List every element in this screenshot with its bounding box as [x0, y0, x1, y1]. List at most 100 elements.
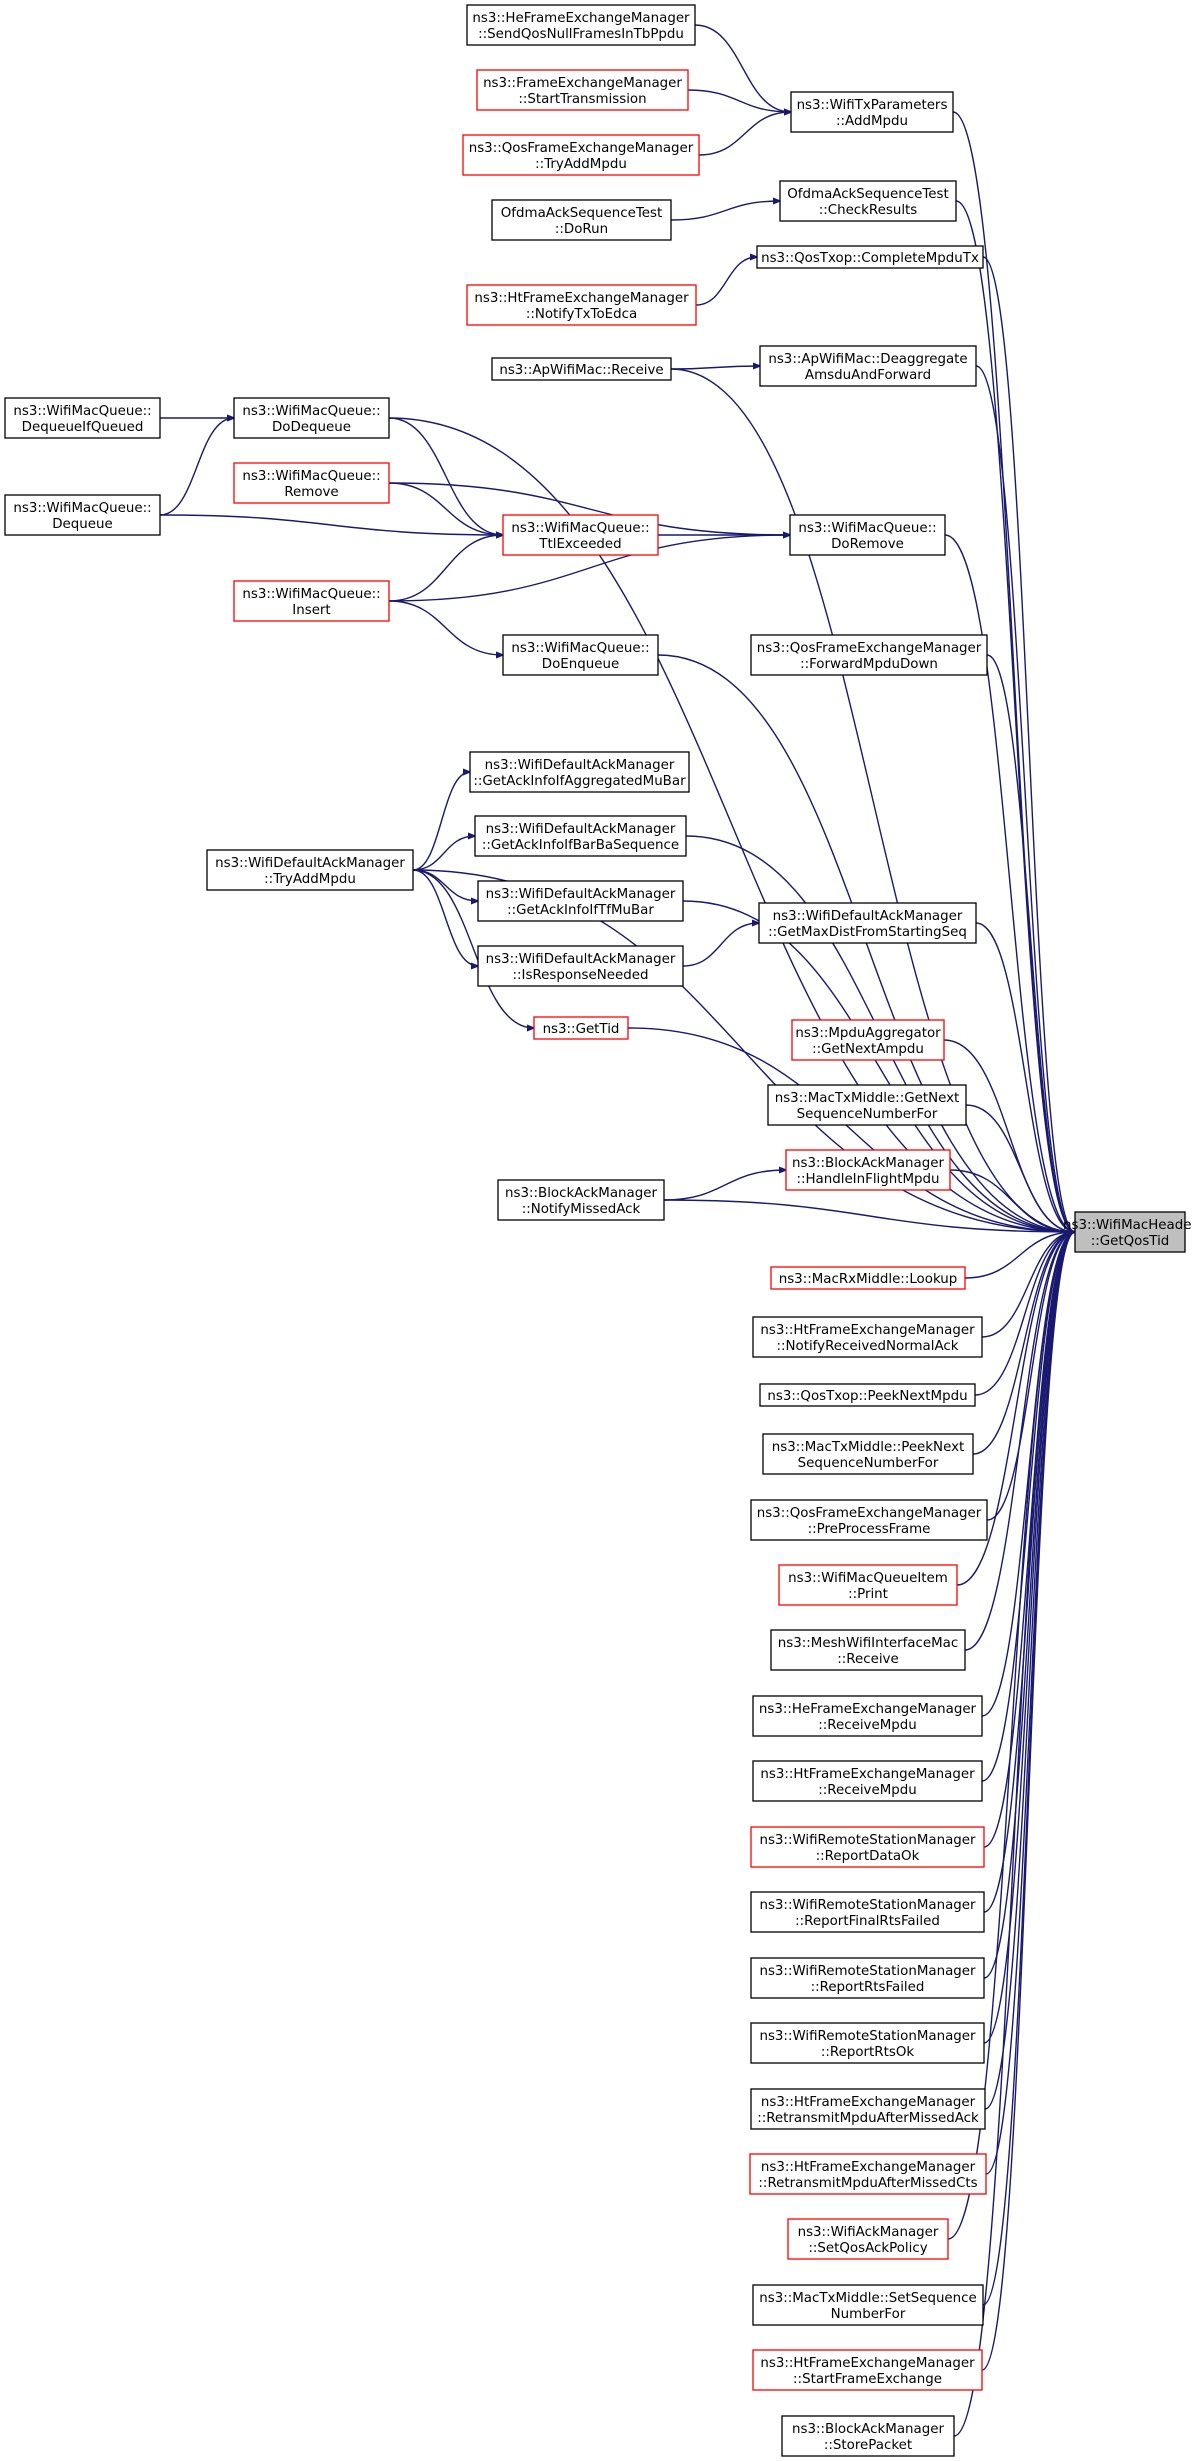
node-label-line: ns3::WifiMacHeader [1063, 1218, 1192, 1233]
node-htfem-retransmitmissedcts[interactable]: ns3::HtFrameExchangeManager::RetransmitM… [749, 2153, 987, 2195]
node-htfem-notifytx[interactable]: ns3::HtFrameExchangeManager::NotifyTxToE… [466, 284, 697, 326]
node-rsm-reportrtsfailed[interactable]: ns3::WifiRemoteStationManager::ReportRts… [750, 1957, 985, 1999]
node-mesh-receive[interactable]: ns3::MeshWifiInterfaceMac::Receive [770, 1629, 966, 1671]
node-label-line: AmsduAndForward [805, 368, 931, 383]
node-label-line: ::StorePacket [824, 2438, 912, 2453]
node-gettid[interactable]: ns3::GetTid [533, 1016, 629, 1040]
node-macrx-lookup[interactable]: ns3::MacRxMiddle::Lookup [770, 1266, 966, 1290]
node-qosfem-forward[interactable]: ns3::QosFrameExchangeManager::ForwardMpd… [750, 634, 988, 676]
node-qosfem-preprocess[interactable]: ns3::QosFrameExchangeManager::PreProcess… [750, 1499, 988, 1541]
node-box [502, 634, 659, 676]
node-ack-getackinfoiftfmubar[interactable]: ns3::WifiDefaultAckManager::GetAckInfoIf… [477, 880, 684, 922]
edge-queue-dodequeue-to-queue-ttlexceeded [388, 417, 503, 535]
node-box [466, 4, 696, 46]
node-rsm-reportdataok[interactable]: ns3::WifiRemoteStationManager::ReportDat… [750, 1826, 985, 1868]
node-queue-remove[interactable]: ns3::WifiMacQueue::Remove [233, 462, 390, 504]
node-label-line: ns3::WifiRemoteStationManager [759, 1964, 976, 1979]
node-ack-isresponseneeded[interactable]: ns3::WifiDefaultAckManager::IsResponseNe… [477, 945, 684, 987]
edge-apwifimac-receive-to-apwifimac-deagg [670, 366, 760, 369]
edge-queue-dequeue-to-queue-dodequeue [159, 418, 234, 516]
node-queue-dequeueifqueued[interactable]: ns3::WifiMacQueue::DequeueIfQueued [4, 397, 161, 439]
node-label-line: ns3::WifiDefaultAckManager [486, 952, 676, 967]
node-queue-dodequeue[interactable]: ns3::WifiMacQueue::DoDequeue [233, 397, 390, 439]
node-ofdma-dorun[interactable]: OfdmaAckSequenceTest::DoRun [491, 199, 672, 241]
node-mactx-getnextseq[interactable]: ns3::MacTxMiddle::GetNextSequenceNumberF… [767, 1084, 967, 1126]
edge-htfem-notifyrecvack-to-target [981, 1232, 1075, 1338]
node-label-line: ::RetransmitMpduAfterMissedAck [757, 2111, 979, 2126]
node-label-line: Remove [284, 485, 338, 500]
node-bam-handleinflight[interactable]: ns3::BlockAckManager::HandleInFlightMpdu [785, 1149, 951, 1191]
node-label-line: ::CheckResults [819, 203, 918, 218]
edge-queue-insert-to-queue-doenqueue [388, 600, 503, 655]
edge-apwifimac-deagg-to-target [975, 365, 1075, 1232]
node-rsm-reportfinalrtsfailed[interactable]: ns3::WifiRemoteStationManager::ReportFin… [750, 1891, 985, 1933]
node-apwifimac-receive[interactable]: ns3::ApWifiMac::Receive [491, 357, 672, 381]
node-box [752, 2284, 984, 2326]
node-queue-insert[interactable]: ns3::WifiMacQueue::Insert [233, 580, 390, 622]
node-ack-getackinfoifaggmubar[interactable]: ns3::WifiDefaultAckManager::GetAckInfoIf… [469, 751, 690, 793]
node-ack-getmaxdist[interactable]: ns3::WifiDefaultAckManager::GetMaxDistFr… [758, 902, 977, 944]
node-queue-dequeue[interactable]: ns3::WifiMacQueue::Dequeue [4, 494, 161, 536]
node-box [1074, 1211, 1186, 1253]
node-label-line: ns3::WifiRemoteStationManager [759, 1898, 976, 1913]
node-ackmgr-setqosackpolicy[interactable]: ns3::WifiAckManager::SetQosAckPolicy [787, 2218, 949, 2260]
node-box [750, 634, 988, 676]
node-label-line: ::GetMaxDistFromStartingSeq [768, 925, 967, 940]
node-queue-doremove[interactable]: ns3::WifiMacQueue::DoRemove [789, 514, 946, 556]
edge-bam-notifymissedack-to-target [663, 1199, 1075, 1232]
node-box [4, 494, 161, 536]
node-he-sendqosnull[interactable]: ns3::HeFrameExchangeManager::SendQosNull… [466, 4, 696, 46]
node-ofdma-checkresults[interactable]: OfdmaAckSequenceTest::CheckResults [779, 180, 957, 222]
node-label-line: ns3::MacTxMiddle::SetSequence [759, 2291, 977, 2306]
node-box [750, 1826, 985, 1868]
node-qostxop-peeknext[interactable]: ns3::QosTxop::PeekNextMpdu [759, 1383, 976, 1407]
node-htfem-retransmitmissedack[interactable]: ns3::HtFrameExchangeManager::RetransmitM… [750, 2088, 986, 2130]
node-label-line: ::TryAddMpdu [535, 157, 627, 172]
node-box [233, 462, 390, 504]
node-txparams-addmpdu[interactable]: ns3::WifiTxParameters::AddMpdu [790, 91, 954, 133]
node-qostxop-complete[interactable]: ns3::QosTxop::CompleteMpduTx [756, 245, 984, 269]
node-box [497, 1179, 665, 1221]
node-queue-ttlexceeded[interactable]: ns3::WifiMacQueue::TtlExceeded [502, 514, 659, 556]
nodes-layer: ns3::WifiMacHeader::GetQosTid ns3::WifiTx… [4, 4, 1192, 2457]
node-box [502, 514, 659, 556]
node-rsm-reportrtsok[interactable]: ns3::WifiRemoteStationManager::ReportRts… [750, 2022, 985, 2064]
node-label-line: ns3::WifiMacQueue:: [242, 587, 380, 602]
node-htfem-receivempdu[interactable]: ns3::HtFrameExchangeManager::ReceiveMpdu [752, 1760, 983, 1802]
node-box [790, 91, 954, 133]
node-label-line: ::NotifyTxToEdca [526, 307, 637, 322]
node-mpduagg-getnextampdu[interactable]: ns3::MpduAggregator::GetNextAmpdu [791, 1019, 945, 1061]
node-box [781, 2415, 955, 2457]
node-ack-tryaddmpdu[interactable]: ns3::WifiDefaultAckManager::TryAddMpdu [206, 849, 414, 891]
node-mactx-peeknextseq[interactable]: ns3::MacTxMiddle::PeekNextSequenceNumber… [762, 1433, 974, 1475]
node-label-line: ns3::QosTxop::CompleteMpduTx [761, 251, 979, 266]
node-htfem-notifyrecvack[interactable]: ns3::HtFrameExchangeManager::NotifyRecei… [752, 1316, 983, 1358]
node-label-line: ::ReportRtsFailed [811, 1980, 925, 1995]
node-box [752, 1760, 983, 1802]
node-label-line: DoEnqueue [542, 657, 619, 672]
node-box [749, 2153, 987, 2195]
node-label-line: SequenceNumberFor [797, 1107, 938, 1122]
node-fem-starttx[interactable]: ns3::FrameExchangeManager::StartTransmis… [476, 69, 689, 111]
node-label-line: ::Receive [837, 1652, 898, 1667]
edge-he-sendqosnull-to-txparams-addmpdu [694, 24, 791, 112]
node-apwifimac-deagg[interactable]: ns3::ApWifiMac::DeaggregateAmsduAndForwa… [759, 345, 977, 387]
node-htfem-startframeexchange[interactable]: ns3::HtFrameExchangeManager::StartFrameE… [752, 2349, 983, 2391]
node-label-line: ::ReportRtsOk [821, 2045, 914, 2060]
node-box [779, 180, 957, 222]
node-ack-getackinfoifbarba[interactable]: ns3::WifiDefaultAckManager::GetAckInfoIf… [474, 815, 687, 857]
node-bam-storepacket[interactable]: ns3::BlockAckManager::StorePacket [781, 2415, 955, 2457]
node-label-line: ns3::QosFrameExchangeManager [469, 141, 694, 156]
node-target[interactable]: ns3::WifiMacHeader::GetQosTid [1063, 1211, 1192, 1253]
edge-queue-doremove-to-target [944, 534, 1075, 1232]
node-queueitem-print[interactable]: ns3::WifiMacQueueItem::Print [778, 1564, 958, 1606]
node-box [750, 1891, 985, 1933]
node-queue-doenqueue[interactable]: ns3::WifiMacQueue::DoEnqueue [502, 634, 659, 676]
node-bam-notifymissedack[interactable]: ns3::BlockAckManager::NotifyMissedAck [497, 1179, 665, 1221]
node-qosfem-tryaddmpdu[interactable]: ns3::QosFrameExchangeManager::TryAddMpdu [462, 134, 700, 176]
node-label-line: ::GetAckInfoIfAggregatedMuBar [473, 774, 686, 789]
node-hefem-receivempdu[interactable]: ns3::HeFrameExchangeManager::ReceiveMpdu [752, 1695, 983, 1737]
node-box [533, 1016, 629, 1040]
node-label-line: ns3::WifiMacQueue:: [242, 469, 380, 484]
